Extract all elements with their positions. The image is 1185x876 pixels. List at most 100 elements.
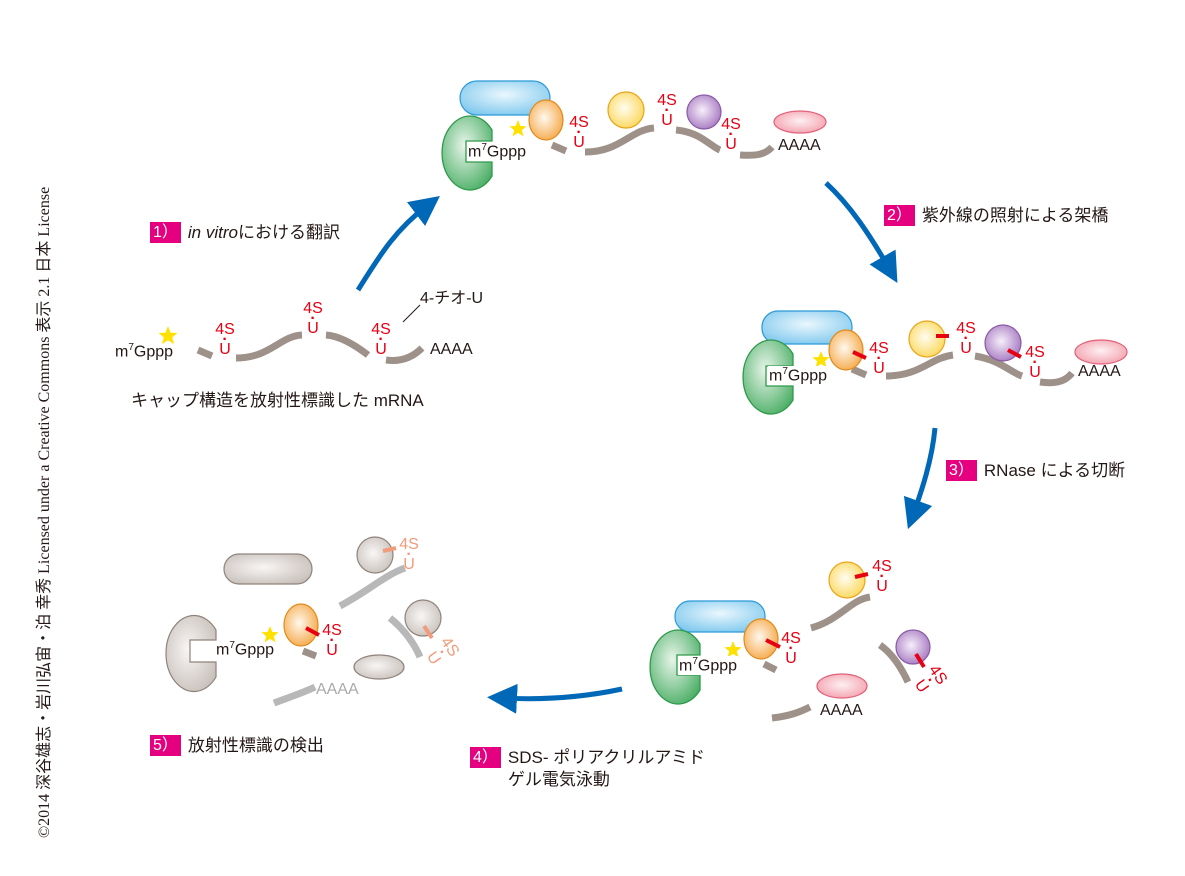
protein-grey — [404, 599, 442, 637]
protein-green-cap-binding — [441, 115, 493, 191]
protein-orange — [743, 618, 779, 660]
step-number-badge: 3） — [946, 460, 977, 481]
rna-fragment — [762, 660, 778, 674]
thiouridine-marker: 4S·U — [215, 321, 235, 358]
step-4-label: 4） SDS- ポリアクリルアミドゲル電気泳動 — [470, 747, 705, 791]
thiouridine-marker: 4S·U — [303, 300, 323, 337]
translation-complex — [441, 80, 827, 191]
rna-strand — [235, 331, 303, 362]
polya-label: AAAA — [820, 702, 863, 719]
cap-label: m7Gppp — [115, 342, 174, 361]
protein-grey — [353, 654, 405, 680]
radiolabel-star-icon — [724, 641, 742, 658]
thio-dot: · — [728, 126, 734, 143]
step-number-badge: 1） — [150, 222, 181, 243]
rna-fragment-faded — [387, 615, 424, 659]
crosslink-bond — [305, 626, 320, 637]
step-3-label: 3） RNase による切断 — [946, 460, 1125, 482]
step-number-badge: 5） — [150, 735, 181, 756]
arrow-step3 — [903, 427, 938, 530]
rna-fragment — [809, 593, 871, 632]
thiouridine-marker: 4S·U — [956, 320, 976, 357]
mrna-initial — [158, 326, 425, 364]
rna-fragment-faded — [338, 564, 407, 610]
protein-yellow — [908, 320, 946, 358]
cap-label: m7Gppp — [467, 142, 528, 162]
thio-dot: · — [576, 124, 582, 141]
rna-strand — [550, 141, 568, 155]
thio-dot: · — [664, 102, 670, 119]
thiouridine-marker: 4S·U — [781, 630, 801, 667]
crosslink-bond — [914, 652, 926, 669]
step-5-label: 5） 放射性標識の検出 — [150, 735, 324, 757]
rna-strand — [850, 365, 868, 379]
polya-label: AAAA — [778, 137, 821, 154]
arrow-step1 — [355, 195, 440, 292]
rna-strand — [974, 352, 1024, 380]
detection-result — [165, 536, 442, 707]
thio-dot: · — [879, 568, 885, 585]
protein-yellow — [828, 561, 866, 599]
rna-fragment-faded — [272, 683, 317, 707]
rna-strand — [885, 351, 954, 380]
crosslinked-complex — [742, 310, 1128, 415]
thio-dot: · — [1032, 354, 1038, 371]
thiouridine-marker: 4S·U — [1025, 344, 1045, 381]
protein-grey-cap-binding — [165, 614, 217, 693]
crosslink-bond — [765, 638, 781, 649]
crosslink-bond-faded — [422, 624, 434, 640]
rna-strand — [675, 126, 722, 154]
thio-dot: · — [406, 546, 412, 563]
radiolabel-star-icon — [812, 351, 830, 368]
rna-strand — [1039, 370, 1075, 387]
polya-label: AAAA — [430, 341, 473, 358]
crosslink-bond — [854, 572, 869, 579]
crosslink-bond-faded — [382, 546, 397, 553]
protein-purple — [895, 629, 931, 665]
thio-dot: · — [310, 310, 316, 327]
thio-dot: · — [329, 632, 335, 649]
protein-pink-pabp — [773, 110, 827, 134]
step-number-badge: 4） — [470, 747, 501, 768]
rna-strand — [325, 331, 371, 358]
thiouridine-marker: 4S·U — [872, 558, 892, 595]
thiouridine-marker: 4S·U — [721, 116, 741, 153]
polya-label: AAAA — [1078, 363, 1121, 380]
thio-dot: · — [222, 331, 228, 348]
protein-green-cap-binding — [649, 629, 701, 705]
rna-fragment — [301, 647, 318, 660]
thio-u-annotation: 4-チオ-U — [420, 290, 484, 307]
protein-pink-pabp — [816, 673, 868, 699]
thiouridine-marker: 4S·U — [657, 92, 677, 129]
crosslink-bond — [852, 350, 867, 360]
thiouridine-marker: 4S·U — [399, 536, 419, 573]
protein-grey — [356, 536, 394, 574]
step-2-label: 2） 紫外線の照射による架橋 — [884, 205, 1108, 227]
cap-label: m7Gppp — [216, 640, 275, 659]
protein-grey — [223, 553, 313, 585]
rna-strand — [739, 144, 775, 159]
protein-blue — [674, 600, 766, 633]
polya-label-faded: AAAA — [316, 681, 359, 698]
rnase-cleaved-complex — [649, 561, 931, 722]
arrow-step2 — [824, 181, 898, 284]
step-number-badge: 2） — [884, 205, 915, 226]
annotation-leader-line — [402, 304, 421, 323]
thio-dot: · — [788, 640, 794, 657]
protein-yellow — [607, 91, 645, 129]
protein-blue — [761, 310, 853, 345]
thio-dot: · — [876, 350, 882, 367]
cap-label: m7Gppp — [678, 656, 739, 676]
rna-fragment — [877, 642, 912, 684]
mrna-caption: キャップ構造を放射性標識した mRNA — [131, 391, 424, 410]
protein-purple — [686, 94, 722, 130]
thiouridine-marker: 4S·U — [569, 114, 589, 151]
protein-blue — [459, 80, 551, 116]
thio-dot: · — [378, 331, 384, 348]
rna-strand — [385, 345, 425, 364]
protein-pink-pabp — [1074, 339, 1128, 365]
cap-label: m7Gppp — [768, 366, 829, 386]
protein-orange — [528, 99, 564, 141]
rna-strand — [584, 124, 655, 156]
